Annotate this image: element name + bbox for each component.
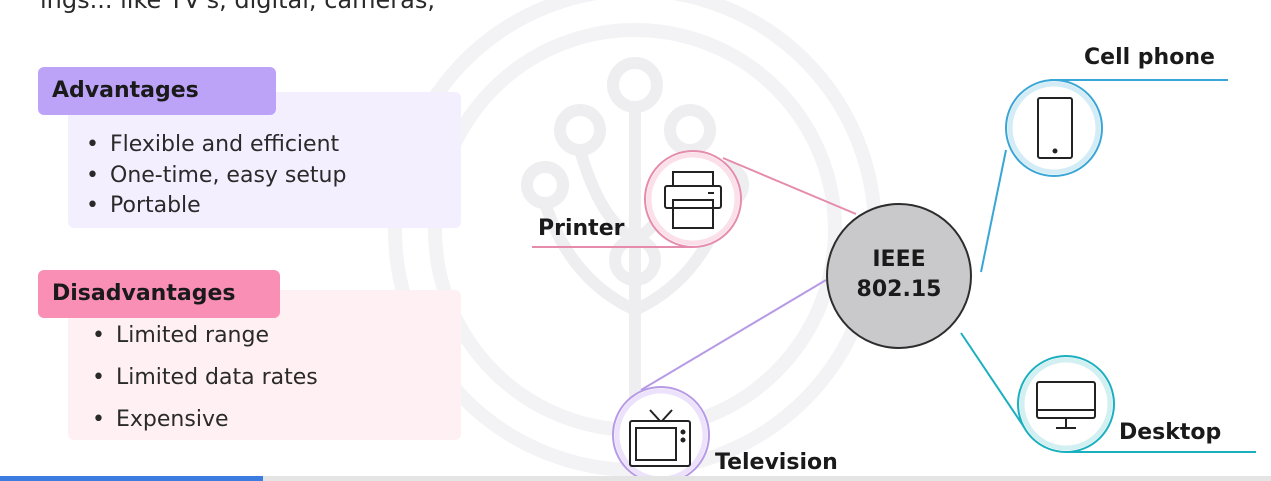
television-icon xyxy=(629,409,691,467)
television-node xyxy=(612,386,710,481)
ieee-hub-label: IEEE 802.15 xyxy=(828,245,970,305)
list-item: One-time, easy setup xyxy=(76,161,346,192)
desktop-connector xyxy=(960,332,1027,431)
printer-node xyxy=(644,150,742,248)
list-item: Expensive xyxy=(82,404,318,446)
television-label: Television xyxy=(715,450,838,475)
list-item: Limited data rates xyxy=(82,362,318,404)
desktop-monitor-icon xyxy=(1036,381,1096,429)
cell-phone-connector xyxy=(980,149,1007,273)
video-progress-fill[interactable] xyxy=(0,476,263,481)
partial-header-text: ings... like TV's, digital, cameras, xyxy=(40,0,435,14)
cell-phone-node xyxy=(1005,79,1103,177)
list-item: Portable xyxy=(76,191,346,222)
printer-icon xyxy=(664,171,722,229)
mobile-phone-icon xyxy=(1037,97,1073,159)
printer-connector xyxy=(722,157,857,215)
desktop-node xyxy=(1017,355,1115,453)
disadvantages-list: Limited range Limited data rates Expensi… xyxy=(82,320,318,446)
list-item: Flexible and efficient xyxy=(76,130,346,161)
ieee-hub-circle xyxy=(826,203,972,349)
video-scrub-track[interactable] xyxy=(0,476,1271,481)
television-connector xyxy=(640,279,827,391)
advantages-list: Flexible and efficient One-time, easy se… xyxy=(76,130,346,222)
disadvantages-heading: Disadvantages xyxy=(38,270,280,318)
advantages-heading: Advantages xyxy=(38,67,276,115)
hub-label-line2: 802.15 xyxy=(856,277,942,302)
desktop-label: Desktop xyxy=(1119,420,1222,445)
printer-label: Printer xyxy=(538,216,625,241)
list-item: Limited range xyxy=(82,320,318,362)
cell-phone-label: Cell phone xyxy=(1084,45,1215,70)
hub-label-line1: IEEE xyxy=(872,247,926,272)
